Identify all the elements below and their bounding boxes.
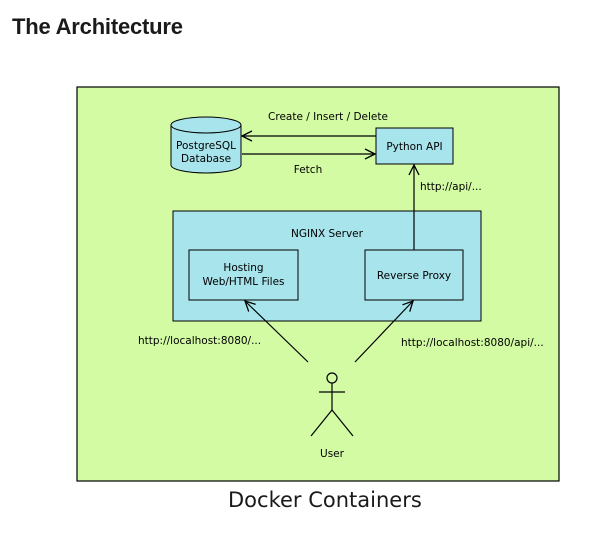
hosting-label-line1: Hosting (223, 262, 263, 274)
database-label-line1: PostgreSQL (176, 140, 236, 152)
python-api-box (375, 127, 454, 165)
diagram-caption: Docker Containers (228, 488, 422, 512)
database-cylinder-icon (170, 116, 242, 174)
nginx-server-title: NGINX Server (291, 228, 364, 240)
python-api-label: Python API (386, 141, 442, 153)
api-path-label: http://api/... (420, 181, 482, 193)
hosting-box (188, 249, 299, 301)
reverse-proxy-label: Reverse Proxy (377, 270, 451, 282)
stick-figure-icon (310, 372, 354, 437)
localhost-api-label: http://localhost:8080/api/... (401, 337, 544, 349)
nginx-server-node: NGINX Server Hosting Web/HTML Files Reve… (172, 210, 482, 322)
localhost-root-label: http://localhost:8080/... (138, 335, 261, 347)
user-label: User (320, 448, 345, 460)
postgresql-database-node: PostgreSQL Database (170, 116, 242, 174)
create-insert-delete-label: Create / Insert / Delete (268, 111, 388, 123)
localhost-root-arrow (245, 301, 309, 363)
fetch-label: Fetch (294, 164, 322, 176)
localhost-api-arrow (354, 301, 413, 363)
python-api-node: Python API (375, 127, 454, 165)
page-title: The Architecture (12, 14, 183, 39)
database-label-line2: Database (181, 153, 231, 165)
hosting-label-line2: Web/HTML Files (202, 276, 284, 288)
